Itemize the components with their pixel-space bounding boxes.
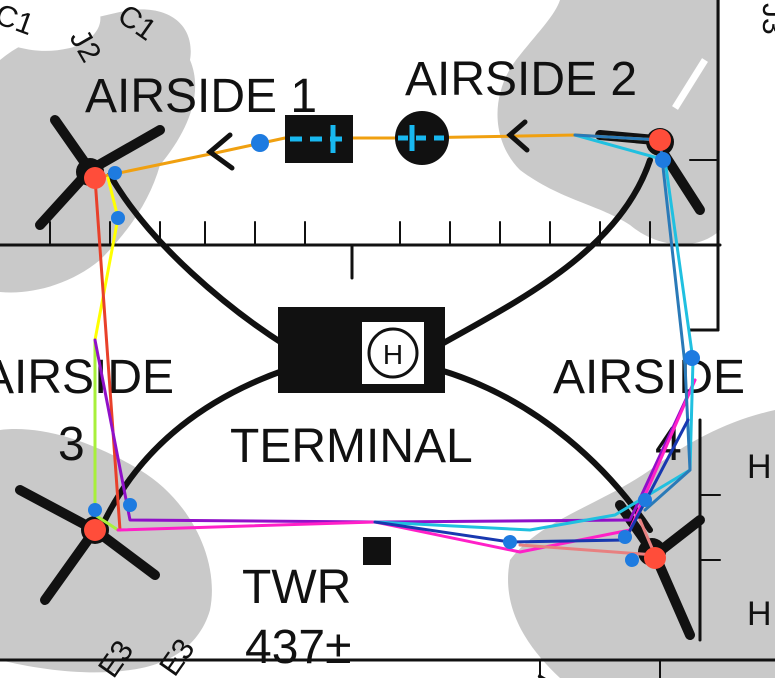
arrow-left-icon-2: [506, 119, 530, 153]
route-steel-blue: [573, 133, 692, 512]
red-waypoint: [644, 547, 666, 569]
blue-waypoint: [618, 530, 632, 544]
helipad-icon: [367, 327, 419, 379]
red-waypoint: [84, 167, 106, 189]
tower-marker: [363, 537, 391, 565]
airside-3-area: [0, 429, 212, 673]
blue-waypoint: [123, 498, 137, 512]
route-magenta: [116, 378, 697, 554]
tower-label: TWR: [242, 561, 351, 614]
airside-3-number: 3: [58, 418, 85, 471]
red-waypoint: [84, 519, 106, 541]
helipad-stripes-icon: [672, 58, 708, 110]
airside-3-label: AIRSIDE: [0, 351, 174, 404]
blue-waypoint: [684, 350, 700, 366]
terminal-label: TERMINAL: [230, 420, 473, 473]
blue-waypoint: [503, 535, 517, 549]
waypoint-dots: [84, 129, 700, 569]
route-navy: [373, 418, 690, 544]
airside-4-label: AIRSIDE: [553, 351, 745, 404]
blue-waypoint: [655, 152, 671, 168]
drawn-route-overlay: [93, 133, 697, 557]
arrow-left-icon: [205, 132, 235, 171]
hold-h-bottom-label: H: [747, 595, 772, 633]
airside-1-label: AIRSIDE 1: [85, 70, 317, 123]
tower-elevation: 437±: [245, 621, 351, 674]
blue-waypoint: [638, 493, 652, 507]
blue-waypoint: [88, 503, 102, 517]
taxiway-j3-label: J3: [756, 3, 775, 35]
blue-waypoint: [625, 553, 639, 567]
red-waypoint: [649, 129, 671, 151]
airside-2-area: [497, 0, 720, 245]
helipad-label: H: [383, 339, 403, 370]
blue-waypoint: [251, 134, 269, 152]
blue-waypoint: [108, 166, 122, 180]
hold-h-top-label: H: [747, 448, 772, 486]
terminal-helipad-box: [362, 322, 424, 384]
airside-2-label: AIRSIDE 2: [405, 53, 637, 106]
blue-waypoint: [111, 211, 125, 225]
top-left-white-blob: [0, 0, 101, 51]
route-red: [93, 176, 122, 532]
direction-arrows: [205, 119, 530, 171]
